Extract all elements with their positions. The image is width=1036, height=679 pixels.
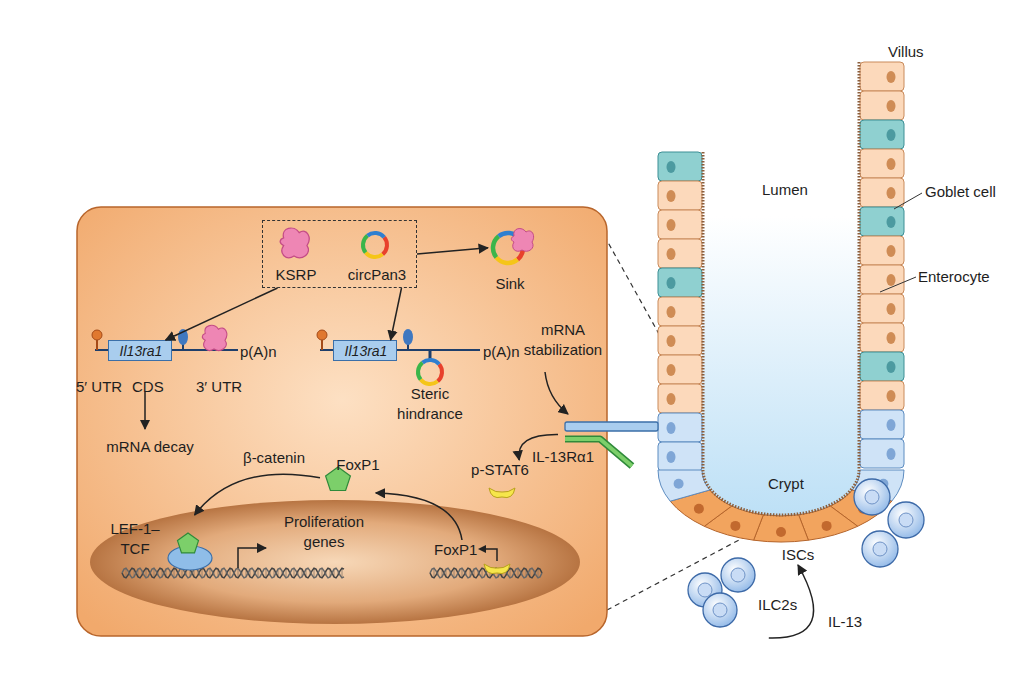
nucleus [90,500,580,624]
annotation-label: Lumen [762,180,822,200]
connector-arrow [417,248,488,254]
sink-complex: Sink [488,228,532,294]
annotation-label: 5′ UTR [76,377,132,397]
annotation-label: Steric hindrance [388,384,472,423]
phospho-protein: p-STAT6 [468,460,532,504]
annotation-label: Villus [888,42,948,62]
transcription-arrow [238,548,266,568]
annotation-label: 3′ UTR [196,377,252,397]
stabilization-arrow [545,372,568,414]
ilc2-cluster [854,479,924,567]
connector-arrow [195,474,320,515]
gene-box: Il13ra1 [108,340,172,361]
annotation-label: Enterocyte [918,267,1018,287]
edge-label: IL-13 [828,612,862,632]
receptor: IL-13Rα1 [558,418,663,473]
crypt-epithelium [658,55,904,542]
node-text: Il13ra1 [109,342,173,360]
stem-cells: ISCs [775,545,821,565]
annotation-label: CDS [132,377,172,397]
leader-line [880,277,916,292]
node-text: IL-13Rα1 [532,447,612,467]
connector-arrow [391,288,402,340]
dna-bound-factor: FoxP1 [440,540,550,580]
annotation-label: p(A)n [483,342,527,362]
transcription-factor: LEF-1–TCF [105,515,217,573]
annotation-label: mRNA stabilization [512,320,614,359]
connector-arrow [166,288,278,340]
annotation-label: mRNA decay [95,437,205,457]
node-text: Sink [480,274,540,294]
node-text: circPan3 [339,265,415,285]
annotation-label: Crypt [768,474,818,494]
mrna-right [317,329,480,389]
gene-box: Il13ra1 [333,340,397,361]
connector-arrow [376,493,462,540]
annotation-label: p(A)n [240,342,284,362]
node-text: ISCs [771,545,825,565]
immune-cells: ILC2s [668,560,808,638]
complex-group: KSRP circPan3 [262,220,417,288]
node-text: Il13ra1 [334,342,398,360]
annotation-label: Proliferation genes [272,512,376,551]
cell-body [77,207,607,636]
node-text: KSRP [267,265,325,285]
foxp1-protein: FoxP1 [320,455,382,493]
decay-arrow [144,392,146,429]
leader-line [894,193,922,209]
annotation-label: β-catenin [243,448,323,468]
node-text: ILC2s [758,595,808,615]
node-text: FoxP1 [434,540,478,560]
node-text: p-STAT6 [468,460,532,480]
node-text: FoxP1 [334,455,382,475]
annotation-label: Goblet cell [925,182,1025,202]
node-text: LEF-1–TCF [105,519,165,558]
